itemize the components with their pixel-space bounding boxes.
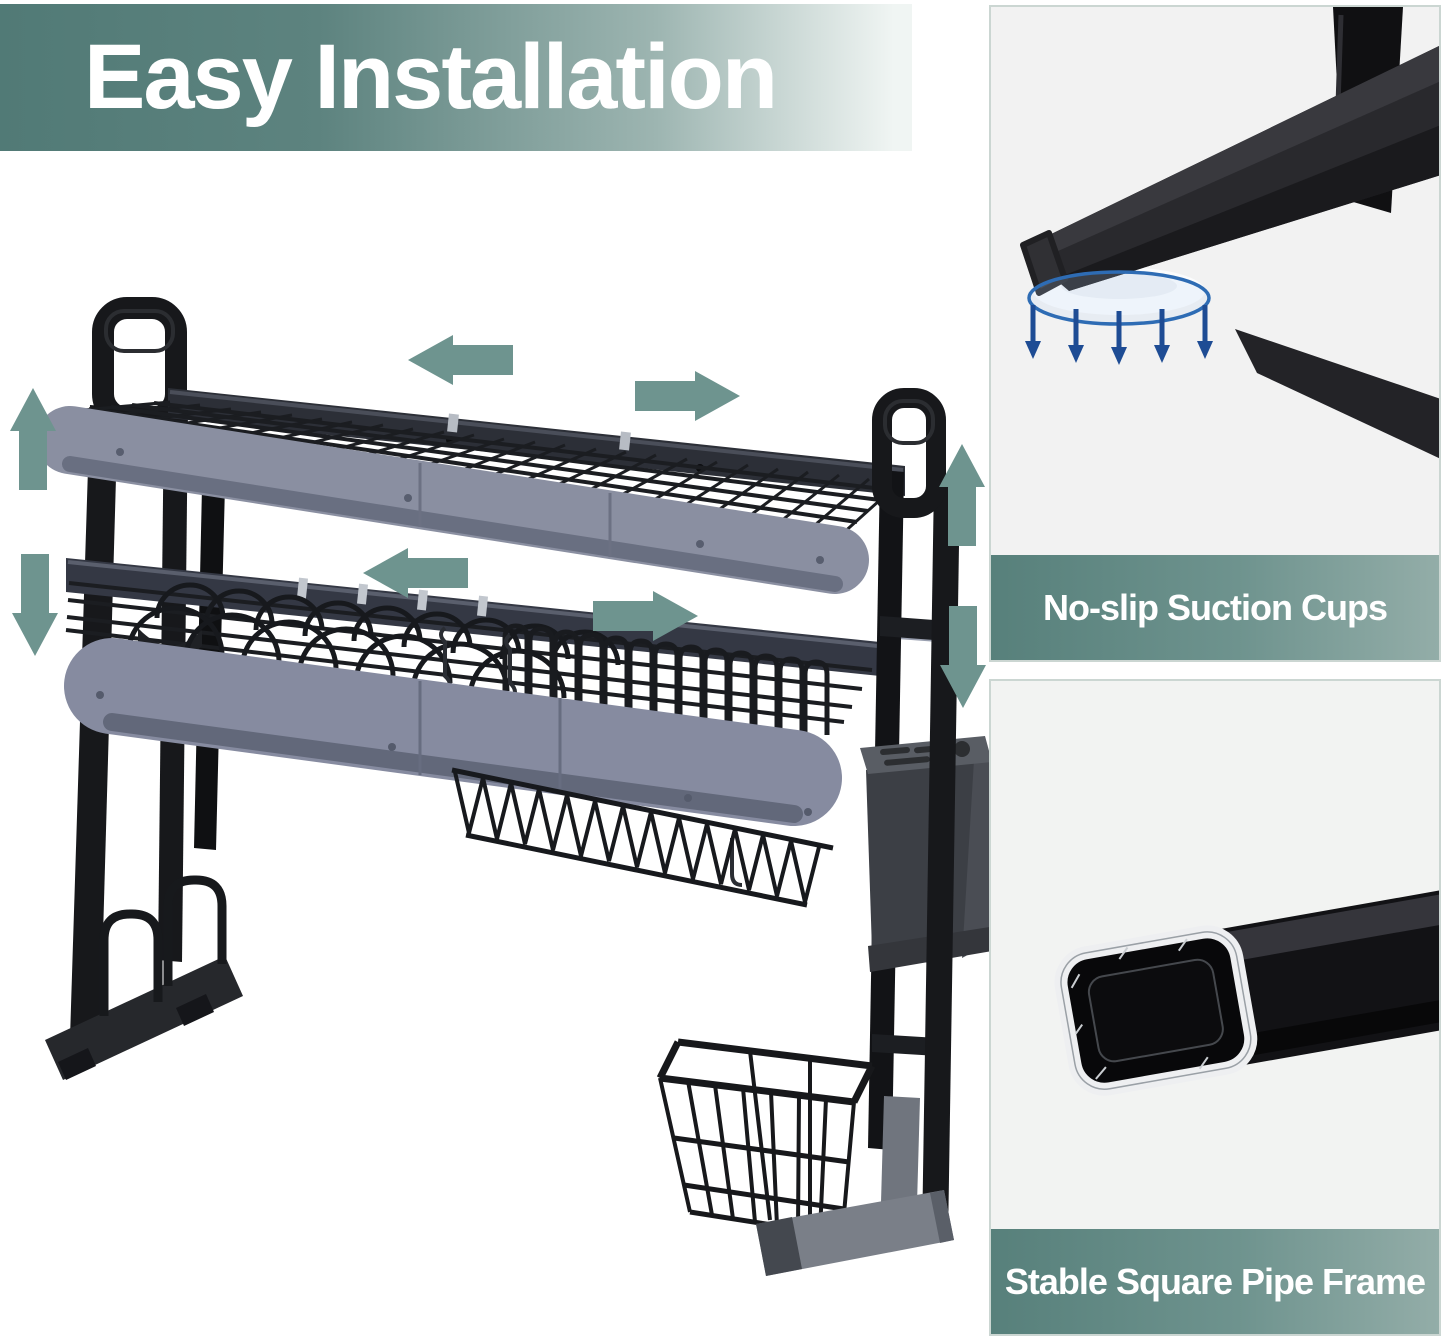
- dish-rack-illustration: [10, 297, 998, 1276]
- square-pipe-diagram: [991, 681, 1439, 1229]
- suction-cup-photo: [991, 7, 1439, 555]
- lower-shelf-slide-left-arrow: [363, 548, 468, 598]
- suction-cup-diagram: [991, 7, 1439, 555]
- right-foot: [756, 1096, 954, 1276]
- caption-bar: Stable Square Pipe Frame: [991, 1229, 1439, 1334]
- square-pipe-photo: [991, 681, 1439, 1229]
- page-title: Easy Installation: [84, 26, 778, 128]
- suction-force-arrows: [1025, 305, 1213, 365]
- right-height-down-arrow: [940, 606, 986, 708]
- plate-rack-loops: [502, 623, 830, 735]
- plate-rack-arcs: [154, 582, 621, 666]
- lower-shelf: [64, 558, 880, 908]
- feature-panel-square-pipe: Stable Square Pipe Frame: [989, 679, 1441, 1336]
- cutlery-rack-zigzag: [453, 771, 821, 903]
- left-height-up-arrow: [10, 388, 56, 490]
- square-pipe: [1054, 871, 1439, 1096]
- adjustment-arrows: [10, 335, 986, 708]
- hanging-basket: [656, 1038, 876, 1239]
- top-shelf: [36, 388, 905, 594]
- lower-right-pipe: [1235, 329, 1439, 459]
- caption-bar: No-slip Suction Cups: [991, 555, 1439, 660]
- lower-shelf-slide-right-arrow: [593, 591, 698, 641]
- feature-panel-suction-cups: No-slip Suction Cups: [989, 5, 1441, 662]
- right-height-up-arrow: [939, 444, 985, 546]
- title-banner: Easy Installation: [0, 4, 912, 151]
- caption-text: Stable Square Pipe Frame: [1004, 1260, 1426, 1302]
- rack-leg: [1020, 45, 1439, 296]
- caption-text: No-slip Suction Cups: [1043, 586, 1388, 628]
- top-shelf-slide-left-arrow: [408, 335, 513, 385]
- top-shelf-slide-right-arrow: [635, 371, 740, 421]
- left-foot-board-holder: [45, 875, 243, 1080]
- left-height-down-arrow: [12, 554, 58, 656]
